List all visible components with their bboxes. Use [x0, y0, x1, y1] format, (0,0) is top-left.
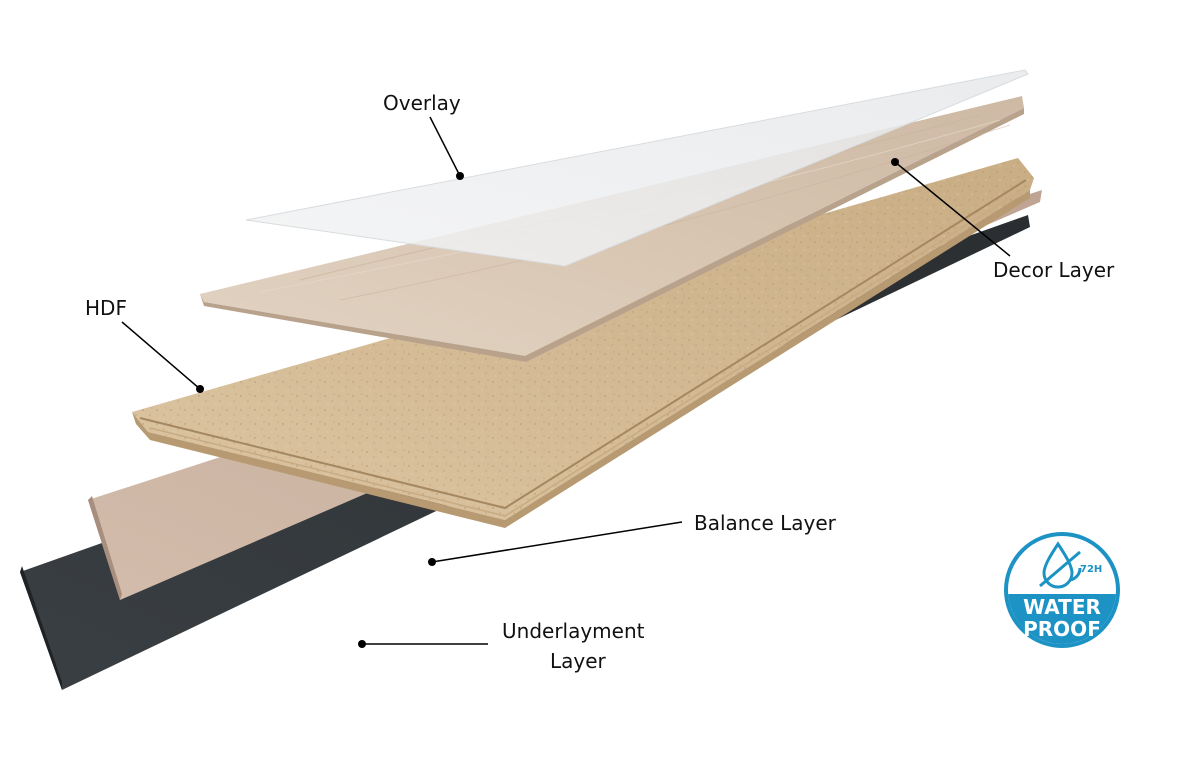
decor-label: Decor Layer	[993, 258, 1115, 282]
waterproof-badge: 72H WATER PROOF	[1004, 532, 1120, 648]
water-drop-icon	[1039, 541, 1082, 589]
hdf-layer	[132, 158, 1034, 528]
decor-dot	[891, 158, 899, 166]
decor-leader	[894, 161, 1011, 257]
underlayment-label-line1: Underlayment	[502, 619, 645, 643]
badge-hours: 72H	[1080, 564, 1102, 575]
leader-lines	[121, 116, 1011, 648]
badge-line2: PROOF	[1023, 617, 1101, 641]
balance-leader	[431, 521, 683, 563]
overlay-layer	[245, 69, 1029, 267]
overlay-dot	[456, 172, 464, 180]
hdf-leader	[121, 321, 201, 390]
badge-line1: WATER	[1023, 595, 1101, 619]
overlay-label: Overlay	[383, 91, 461, 115]
underlayment-label-line2: Layer	[550, 649, 607, 673]
hdf-label: HDF	[85, 296, 127, 320]
overlay-leader	[429, 116, 461, 177]
balance-label: Balance Layer	[694, 511, 837, 535]
hdf-dot	[196, 385, 204, 393]
balance-dot	[428, 558, 436, 566]
underlayment-dot	[358, 640, 366, 648]
